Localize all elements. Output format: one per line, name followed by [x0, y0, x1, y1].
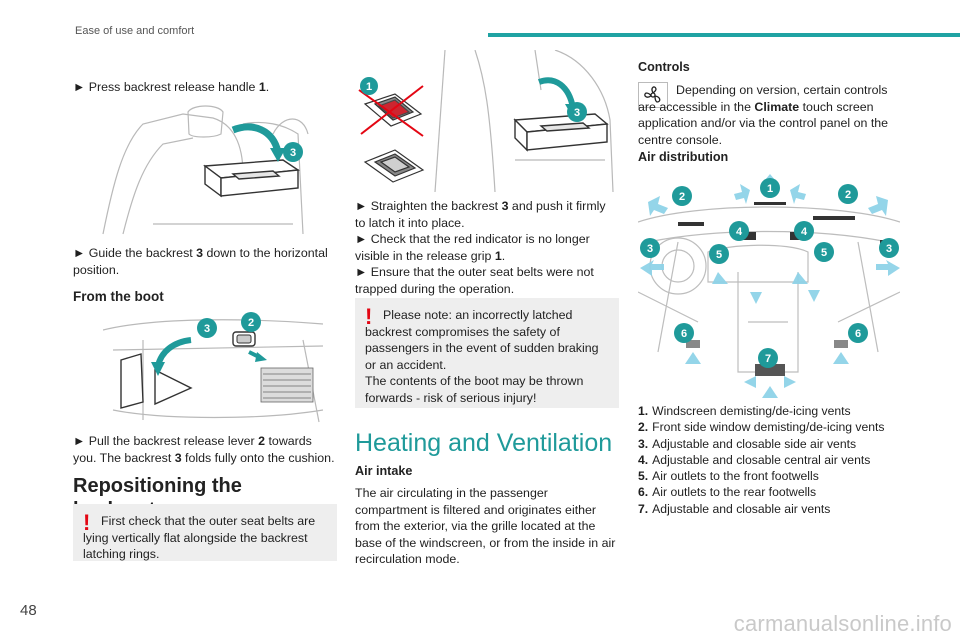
legend-number: 4. — [638, 452, 649, 467]
legend-number: 6. — [638, 485, 649, 500]
step-text: ► Straighten the backrest — [355, 199, 502, 213]
legend-text: Air outlets to the rear footwells — [652, 485, 817, 500]
warning-icon: ! — [83, 510, 91, 535]
legend-text: Air outlets to the front footwells — [652, 469, 819, 484]
badge-2: 2 — [248, 317, 254, 329]
badge-1: 1 — [366, 81, 372, 93]
warning-body: Please note: an incorrectly latched back… — [365, 308, 599, 372]
release-grip-drawing: 3 1 — [358, 50, 614, 192]
header-bar — [488, 33, 960, 37]
badge-2: 2 — [679, 191, 685, 203]
legend-text: Front side window demisting/de-icing ven… — [652, 420, 885, 435]
heating-ventilation-heading: Heating and Ventilation — [355, 429, 613, 457]
step-pull-lever: ► Pull the backrest release lever 2 towa… — [73, 433, 337, 466]
warning-text-2: The contents of the boot may be thrown f… — [365, 374, 584, 405]
list-item: 3.Adjustable and closable side air vents — [638, 436, 900, 452]
legend-number: 5. — [638, 469, 649, 484]
step-text: folds fully onto the cushion. — [181, 450, 335, 465]
badge-3: 3 — [290, 147, 296, 159]
legend-number: 7. — [638, 501, 649, 516]
page-number: 48 — [20, 602, 37, 619]
list-item: 5.Air outlets to the front footwells — [638, 468, 900, 484]
boot-lever-illustration: 3 2 — [103, 310, 333, 426]
step-press-release: ► Press backrest release handle 1. — [73, 79, 337, 96]
air-intake-text: The air circulating in the passenger com… — [355, 486, 616, 566]
step-number: 3 — [501, 199, 509, 213]
step-text: down to the horizontal position. — [73, 246, 328, 277]
controls-text-b: touch screen application and/or via the … — [638, 99, 889, 147]
controls-text: Depending on version, certain controls a… — [638, 82, 900, 148]
step-number: 2 — [258, 434, 266, 448]
step-number: 3 — [174, 450, 182, 465]
step-text: ► Pull the backrest release lever — [73, 434, 259, 448]
badge-3: 3 — [204, 323, 210, 335]
warning-body: First check that the outer seat belts ar… — [83, 514, 316, 561]
list-item: 4.Adjustable and closable central air ve… — [638, 452, 900, 468]
badge-4: 4 — [736, 226, 743, 238]
legend-text: Adjustable and closable air vents — [652, 501, 831, 516]
list-item: 6.Air outlets to the rear footwells — [638, 484, 900, 500]
step-text-end: . — [265, 80, 270, 94]
list-item: 1.Windscreen demisting/de-icing vents — [638, 403, 900, 419]
watermark[interactable]: carmanualsonline.info — [733, 611, 952, 636]
seat-fold-drawing: 3 — [102, 105, 309, 235]
step-straighten: ► Straighten the backrest 3 and push it … — [355, 198, 619, 231]
legend-number: 1. — [638, 404, 649, 418]
step-text: and push it firmly to latch it into plac… — [355, 199, 606, 230]
air-intake-heading: Air intake — [355, 464, 413, 478]
step-text: ► Press backrest release handle — [73, 80, 259, 94]
legend-text: Adjustable and closable side air vents — [652, 436, 857, 451]
release-grip-illustration: 3 1 — [355, 50, 619, 192]
air-distribution-heading: Air distribution — [638, 150, 729, 164]
step-text: . — [501, 248, 506, 263]
step-ensure-belts: ► Ensure that the outer seat belts were … — [355, 265, 594, 296]
from-the-boot-heading: From the boot — [73, 289, 164, 304]
badge-5: 5 — [716, 249, 722, 261]
step-number: 1 — [258, 80, 266, 94]
cabin-vents-drawing: 1 2 2 3 3 4 4 5 5 6 6 — [638, 174, 900, 398]
warning-box-seatbelts: ! First check that the outer seat belts … — [73, 504, 337, 561]
badge-1: 1 — [767, 183, 773, 195]
badge-5: 5 — [821, 247, 827, 259]
warning-text: Please note: an incorrectly latched back… — [365, 307, 609, 373]
step-number: 3 — [196, 246, 204, 260]
air-distribution-illustration: 1 2 2 3 3 4 4 5 5 6 6 — [638, 172, 900, 398]
legend-text: Windscreen demisting/de-icing vents — [652, 404, 851, 418]
controls-text-a: Depending on version, certain controls a… — [638, 83, 888, 114]
step-check-indicator: ► Check that the red indicator is no lon… — [355, 231, 619, 264]
backrest-fold-illustration: 3 — [93, 104, 323, 238]
warning-icon: ! — [365, 304, 373, 329]
header-title: Ease of use and comfort — [75, 25, 195, 37]
badge-4: 4 — [801, 226, 808, 238]
warning-box-latching: ! Please note: an incorrectly latched ba… — [355, 298, 619, 408]
badge-6: 6 — [855, 328, 861, 340]
list-item: 2.Front side window demisting/de-icing v… — [638, 419, 900, 435]
badge-2: 2 — [845, 189, 851, 201]
boot-lever-drawing: 3 2 — [103, 312, 324, 423]
step-text: ► Guide the backrest — [73, 246, 197, 260]
badge-3: 3 — [647, 243, 653, 255]
fan-icon — [638, 82, 668, 108]
list-item: 7.Adjustable and closable air vents — [638, 501, 900, 517]
air-distribution-legend: 1.Windscreen demisting/de-icing vents 2.… — [638, 403, 900, 517]
legend-number: 3. — [638, 436, 649, 451]
controls-heading: Controls — [638, 60, 690, 74]
badge-3: 3 — [574, 107, 580, 119]
badge-7: 7 — [765, 353, 771, 365]
step-text: towards you. The backrest — [73, 434, 312, 465]
badge-3: 3 — [886, 243, 892, 255]
controls-block: Depending on version, certain controls a… — [638, 82, 900, 147]
legend-number: 2. — [638, 420, 649, 435]
badge-6: 6 — [681, 328, 687, 340]
legend-text: Adjustable and closable central air vent… — [652, 452, 871, 467]
warning-text: First check that the outer seat belts ar… — [83, 513, 327, 563]
step-text: ► Check that the red indicator is no lon… — [355, 232, 590, 263]
climate-app-name: Climate — [754, 99, 800, 114]
step-guide-backrest: ► Guide the backrest 3 down to the horiz… — [73, 245, 337, 278]
step-number: 1 — [494, 248, 502, 263]
